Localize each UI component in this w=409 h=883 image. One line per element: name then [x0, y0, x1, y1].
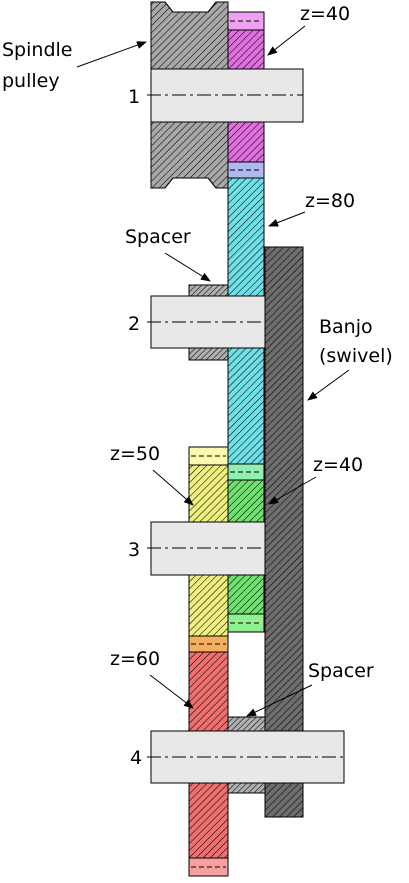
arrow-z40-top [267, 25, 306, 56]
arrow-z80 [268, 211, 306, 227]
arrow-z50 [152, 469, 194, 506]
label-banjo-line2: (swivel) [319, 345, 393, 367]
banjo-plate [264, 246, 304, 818]
label-z50: z=50 [110, 443, 160, 465]
arrow-spacer-top [164, 252, 211, 282]
shaft-3 [147, 521, 266, 576]
label-z40-top: z=40 [300, 3, 350, 25]
label-spacer-bottom: Spacer [308, 660, 374, 682]
label-spindle-pulley-line1: Spindle [2, 39, 72, 61]
label-z60: z=60 [110, 648, 160, 670]
label-spacer-top: Spacer [125, 226, 191, 248]
shaft-number-4: 4 [130, 747, 142, 769]
label-spindle-pulley-line2: pulley [2, 70, 60, 92]
label-z40-mid: z=40 [313, 454, 363, 476]
shaft-1 [147, 68, 304, 123]
arrow-z60 [149, 674, 194, 709]
shaft-4 [147, 730, 345, 784]
label-z80: z=80 [305, 190, 355, 212]
arrow-spacer-bottom [246, 684, 313, 717]
shaft-number-2: 2 [128, 313, 140, 335]
shaft-number-1: 1 [128, 86, 140, 108]
arrow-z40-mid [268, 476, 317, 505]
shaft-2 [147, 295, 266, 349]
arrow-banjo [307, 369, 350, 401]
arrow-spindle-pulley [76, 41, 147, 68]
spindle-gear-blue-band [227, 161, 265, 179]
shaft-number-3: 3 [128, 539, 140, 561]
label-banjo-line1: Banjo [319, 316, 373, 338]
orange-band [188, 635, 229, 653]
